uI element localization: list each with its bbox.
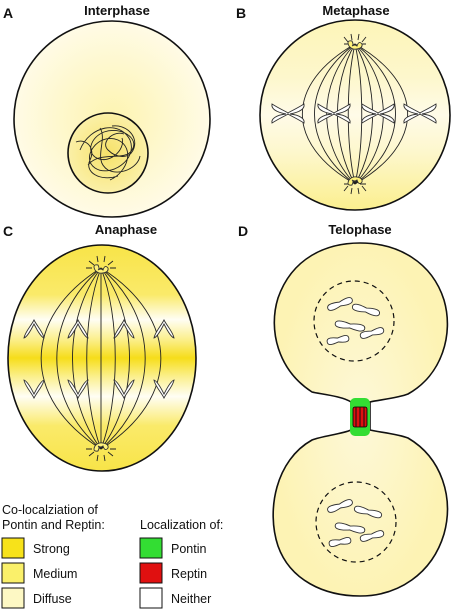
legend-label-pontin: Pontin	[171, 542, 206, 556]
chromatid	[153, 318, 175, 339]
spindle-fiber	[100, 267, 162, 450]
anaphase-centrosome-top	[86, 255, 116, 274]
panel-a-letter: A	[3, 5, 13, 21]
chromatid	[113, 379, 135, 400]
anaphase-spindle	[40, 267, 162, 450]
chromosome	[359, 327, 385, 339]
metaphase-centrosome-bottom	[343, 176, 367, 195]
panel-b-letter: B	[236, 5, 246, 21]
legend-colocalization: Co-localziation of Pontin and Reptin: St…	[1, 503, 105, 609]
spindle-fiber	[314, 43, 356, 185]
legend-coloc-title-line1: Co-localziation of	[2, 503, 98, 517]
chromatid	[67, 379, 89, 400]
chromosome	[354, 505, 382, 519]
panel-d-title: Telophase	[328, 222, 391, 237]
legend-swatch-pontin	[139, 537, 163, 559]
spindle-fiber	[347, 43, 356, 185]
chromatin-tangle	[75, 125, 141, 181]
panel-a-interphase: A Interphase	[3, 3, 211, 218]
panel-b-title: Metaphase	[322, 3, 389, 18]
spindle-fiber	[40, 267, 102, 450]
legend-loc-title: Localization of:	[140, 518, 223, 532]
telophase-chromosomes	[326, 297, 385, 547]
legend-swatch-neither	[139, 587, 163, 609]
chromosome	[327, 297, 353, 311]
anaphase-cell	[7, 244, 197, 472]
panel-b-metaphase: B Metaphase	[236, 3, 451, 211]
legend-swatch-diffuse	[1, 587, 25, 609]
interphase-nucleus	[67, 112, 149, 194]
chromatid	[23, 379, 45, 400]
spindle-fiber	[326, 43, 356, 185]
panel-c-title: Anaphase	[95, 222, 157, 237]
metaphase-chromosomes	[271, 103, 437, 124]
chromatid	[113, 318, 135, 339]
spindle-fiber	[354, 43, 396, 185]
midbody	[350, 398, 370, 436]
panel-d-telophase: D Telophase	[238, 222, 449, 597]
legend-label-neither: Neither	[171, 592, 211, 606]
legend-label-medium: Medium	[33, 567, 77, 581]
chromatid	[153, 379, 175, 400]
legend-label-strong: Strong	[33, 542, 70, 556]
legend-swatch-strong	[1, 537, 25, 559]
anaphase-chromosomes	[23, 318, 175, 400]
spindle-fiber	[354, 43, 384, 185]
spindle-fiber	[72, 267, 102, 450]
spindle-fiber	[86, 267, 102, 450]
spindle-fiber	[56, 267, 102, 450]
chromosome	[327, 499, 353, 513]
legend-swatch-medium	[1, 562, 25, 584]
nuclear-envelope-bottom	[315, 481, 397, 563]
panel-c-anaphase: C Anaphase	[3, 222, 197, 472]
legend-swatch-reptin	[139, 562, 163, 584]
panel-a-title: Interphase	[84, 3, 150, 18]
chromosome	[352, 303, 380, 317]
spindle-fiber	[354, 43, 408, 185]
legend-label-reptin: Reptin	[171, 567, 207, 581]
spindle-fiber	[100, 267, 116, 450]
nuclear-envelope-top	[313, 280, 395, 362]
legend-localization: Localization of: Pontin Reptin Neither	[139, 518, 223, 609]
chromosome	[271, 103, 305, 124]
chromosome	[328, 537, 352, 547]
chromosome	[361, 103, 395, 124]
metaphase-cell	[259, 19, 451, 211]
chromosome	[359, 530, 385, 542]
chromosome	[334, 522, 366, 534]
chromosome	[403, 103, 437, 124]
panel-d-letter: D	[238, 223, 248, 239]
spindle-fiber	[100, 267, 130, 450]
chromatid	[23, 318, 45, 339]
spindle-fiber	[100, 267, 146, 450]
midbody-microtubules	[355, 407, 365, 427]
legend-label-diffuse: Diffuse	[33, 592, 72, 606]
chromatid	[67, 318, 89, 339]
chromosome	[326, 335, 350, 345]
anaphase-centrosome-bottom	[86, 442, 116, 462]
spindle-fiber	[354, 43, 363, 185]
spindle-fiber	[354, 43, 373, 185]
spindle-fiber	[302, 43, 356, 185]
chromosome	[317, 103, 351, 124]
panel-c-letter: C	[3, 223, 13, 239]
metaphase-centrosome-top	[343, 33, 367, 50]
legend-coloc-title-line2: Pontin and Reptin:	[2, 518, 105, 532]
chromosome	[334, 320, 366, 332]
